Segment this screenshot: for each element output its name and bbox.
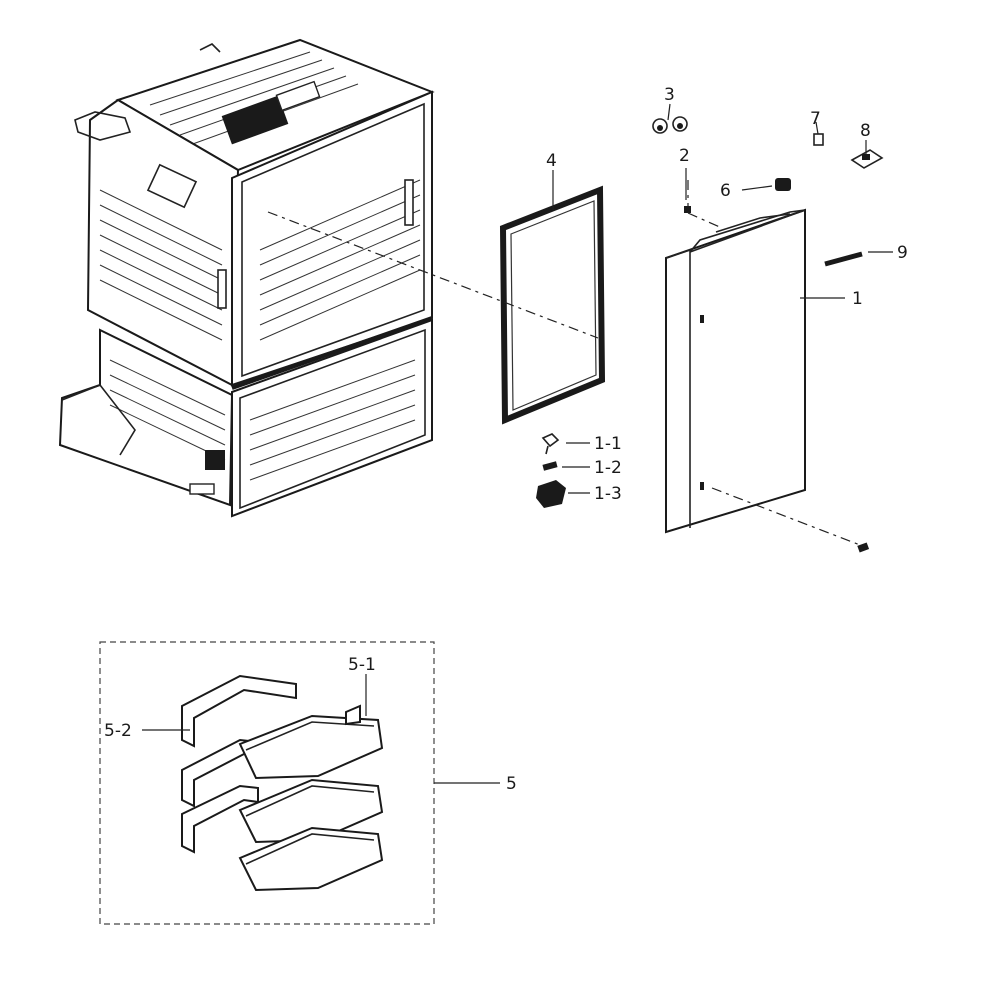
stopper-part-1-1 (541, 433, 560, 455)
screw-part-7 (813, 133, 824, 146)
callout-5-1: 5-1 (348, 655, 376, 675)
bin-part-5-1 (238, 704, 384, 892)
spring-part-9 (824, 251, 863, 267)
callout-9: 9 (897, 243, 908, 263)
cabinet-assembly (58, 38, 435, 518)
callout-8: 8 (860, 121, 871, 141)
callout-2: 2 (679, 146, 690, 166)
cap-part-6 (775, 178, 791, 191)
callout-1-2: 1-2 (594, 458, 622, 478)
callout-labels: 3 2 4 6 7 8 9 1 1-1 1-2 1-3 5-1 5-2 5 (104, 85, 908, 794)
hinge-cap-part-1-3 (536, 480, 566, 508)
door-part-1 (665, 208, 806, 534)
callout-6: 6 (720, 181, 731, 201)
bottom-pin (857, 542, 870, 553)
hinge-caps-part-3 (652, 116, 688, 134)
gasket-part-4 (499, 185, 606, 425)
callout-1-1: 1-1 (594, 434, 622, 454)
callout-7: 7 (810, 109, 821, 129)
bracket-part-8 (850, 149, 884, 169)
callout-5: 5 (506, 774, 517, 794)
pin-part-2 (684, 206, 691, 213)
callout-1: 1 (852, 289, 863, 309)
bins-group-part-5 (99, 641, 435, 925)
callout-4: 4 (546, 151, 557, 171)
pin-part-1-2 (542, 461, 558, 471)
callout-5-2: 5-2 (104, 721, 132, 741)
leader-lines (142, 103, 893, 784)
callout-1-3: 1-3 (594, 484, 622, 504)
assembly-lines (267, 180, 861, 546)
callout-3: 3 (664, 85, 675, 105)
